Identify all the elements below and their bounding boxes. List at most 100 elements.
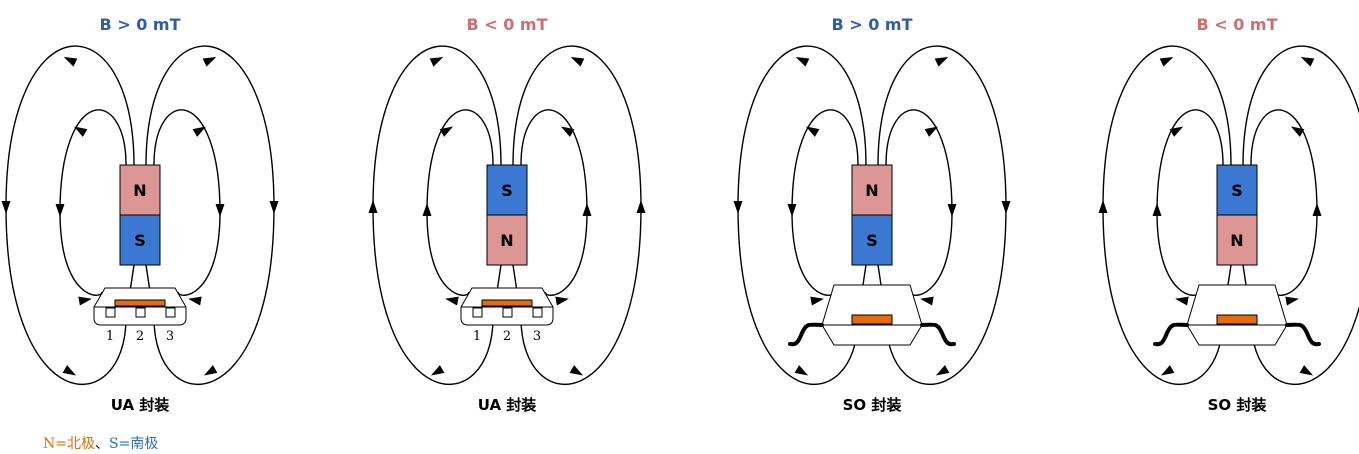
bar-magnet: NS (851, 164, 893, 266)
field-arrow (582, 203, 592, 216)
magnet-top-pole (851, 164, 893, 216)
pin-pad (135, 307, 146, 318)
panel-title: B > 0 mT (99, 15, 180, 34)
package-caption: UA 封装 (478, 396, 538, 414)
field-arrow (78, 296, 92, 306)
ua-package (93, 287, 187, 326)
field-arrow (1312, 203, 1322, 216)
legend-north: N=北极 (43, 436, 95, 452)
field-arrows (368, 57, 646, 376)
pole-legend: N=北极、S=南极 (43, 436, 158, 452)
pin-pad (502, 307, 513, 318)
sensor-chip (114, 299, 166, 307)
magnet-top-pole (1216, 164, 1258, 216)
pin-label-3: 3 (166, 329, 174, 344)
field-arrows (733, 57, 1011, 376)
magnet-bottom-pole (851, 214, 893, 266)
bar-magnet: SN (486, 164, 528, 266)
pin-label-2: 2 (136, 329, 144, 344)
field-arrow (192, 126, 207, 137)
field-arrow (1169, 126, 1184, 137)
top-pole-label: N (865, 181, 878, 200)
field-arrow (1098, 200, 1108, 213)
package-caption: SO 封装 (843, 396, 903, 414)
left-lead (788, 322, 824, 347)
field-arrow (810, 296, 824, 306)
sensor-chip (1216, 314, 1258, 325)
panel-title: B < 0 mT (1196, 15, 1277, 34)
field-arrow (1290, 126, 1305, 137)
top-pole-label: S (1231, 181, 1243, 200)
field-arrow (439, 126, 454, 137)
outer-field-line (5, 45, 135, 385)
field-arrow (215, 204, 225, 217)
magnet-top-pole (486, 164, 528, 216)
inner-field-line (59, 109, 127, 296)
field-arrow (1001, 201, 1011, 214)
field-arrow (188, 296, 202, 306)
inner-field-line (1156, 109, 1224, 296)
pin-pad (165, 307, 176, 318)
field-arrow (202, 57, 217, 67)
field-arrow (794, 365, 809, 376)
field-arrow (445, 296, 459, 306)
bar-magnet: SN (1216, 164, 1258, 266)
field-arrow (203, 365, 218, 376)
field-arrow (924, 126, 939, 137)
pin-label-2: 2 (503, 329, 511, 344)
field-arrows (1, 57, 279, 376)
top-pole-label: S (501, 181, 513, 200)
bottom-pole-label: N (1230, 231, 1243, 250)
inner-field-line (791, 109, 859, 296)
field-arrow (636, 200, 646, 213)
bottom-pole-label: N (500, 231, 513, 250)
magnet-bottom-pole (486, 214, 528, 266)
so-package (788, 284, 956, 347)
right-lead (1285, 322, 1321, 347)
sensor-chip (851, 314, 893, 325)
panel-title: B < 0 mT (466, 15, 547, 34)
panel-title: B > 0 mT (831, 15, 912, 34)
field-arrow (1300, 57, 1315, 67)
field-arrow (795, 57, 810, 67)
inner-field-line (885, 109, 953, 296)
field-arrow (947, 204, 957, 217)
field-arrow (1159, 57, 1174, 67)
field-arrow (805, 126, 820, 137)
field-arrow (429, 57, 444, 67)
field-arrow (1, 201, 11, 214)
magnet-bottom-pole (1216, 214, 1258, 266)
legend-separator: 、 (94, 436, 109, 452)
left-lead (1153, 322, 1189, 347)
field-arrow (935, 365, 950, 376)
pin-label-3: 3 (533, 329, 541, 344)
field-arrow (430, 365, 445, 376)
package-caption: SO 封装 (1208, 396, 1268, 414)
field-arrow (1285, 296, 1299, 306)
field-arrow (62, 365, 77, 376)
package-bottom-face (821, 324, 923, 346)
bottom-pole-label: S (134, 231, 146, 250)
field-arrow (269, 201, 279, 214)
pin-label-1: 1 (106, 329, 114, 344)
pin-label-1: 1 (473, 329, 481, 344)
package-bottom-face (1186, 324, 1288, 346)
field-arrow (733, 201, 743, 214)
field-arrow (787, 204, 797, 217)
pin-pad (472, 307, 483, 318)
field-arrow (1175, 296, 1189, 306)
outer-field-line (372, 45, 502, 385)
inner-field-line (426, 109, 494, 296)
inner-field-line (520, 109, 588, 296)
magnet-bottom-pole (119, 214, 161, 266)
field-arrows (1098, 57, 1322, 376)
top-pole-label: N (133, 181, 146, 200)
field-arrow (934, 57, 949, 67)
bottom-pole-label: S (866, 231, 878, 250)
field-arrow (570, 57, 585, 67)
